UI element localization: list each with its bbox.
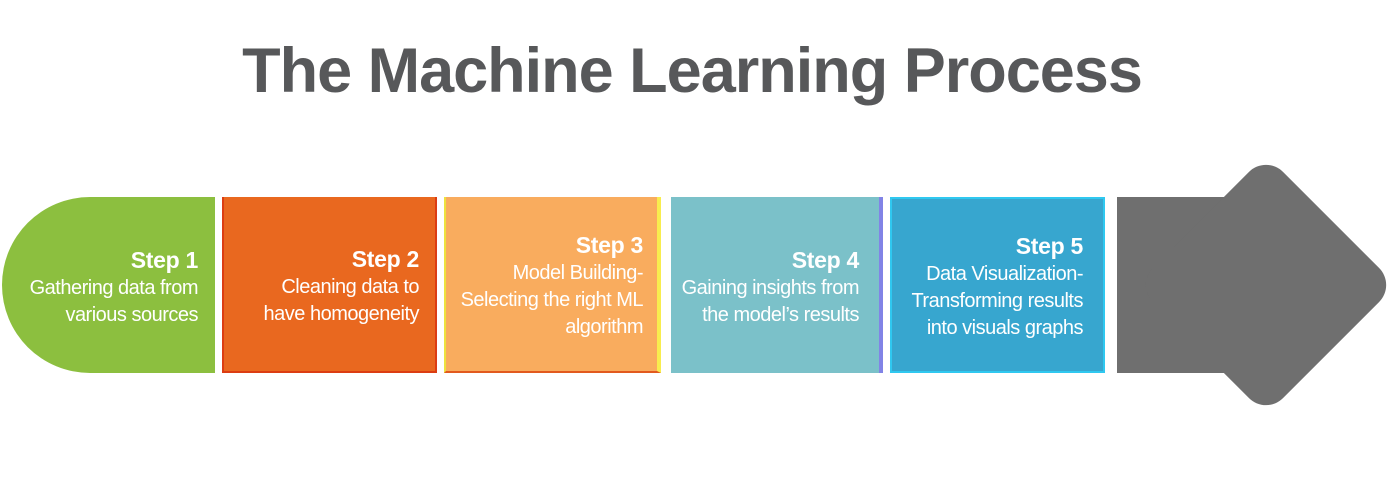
step-5-label: Step 5 <box>1015 233 1084 259</box>
step-box-4: Step 4 Gaining insights from the model’s… <box>671 197 883 373</box>
step-2-label: Step 2 <box>351 245 420 272</box>
step-box-3: Step 3 Model Building- Selecting the rig… <box>444 197 661 373</box>
step-box-1: Step 1 Gathering data from various sourc… <box>2 197 215 373</box>
step-4-description: Gaining insights from the model’s result… <box>681 276 860 326</box>
step-3-label: Step 3 <box>575 232 644 258</box>
step-1-description: Gathering data from various sources <box>29 276 199 326</box>
step-1-label: Step 1 <box>130 246 199 273</box>
step-5-description: Data Visualization- Transforming results… <box>911 263 1083 339</box>
flow-arrow-head-icon <box>1135 154 1397 416</box>
step-3-description: Model Building- Selecting the right ML a… <box>460 262 644 338</box>
step-4-label: Step 4 <box>791 246 860 273</box>
step-box-5: Step 5 Data Visualization- Transforming … <box>890 197 1105 373</box>
step-box-2: Step 2 Cleaning data to have homogeneity <box>222 197 437 373</box>
page-title: The Machine Learning Process <box>242 36 1143 106</box>
step-2-description: Cleaning data to have homogeneity <box>263 275 420 325</box>
